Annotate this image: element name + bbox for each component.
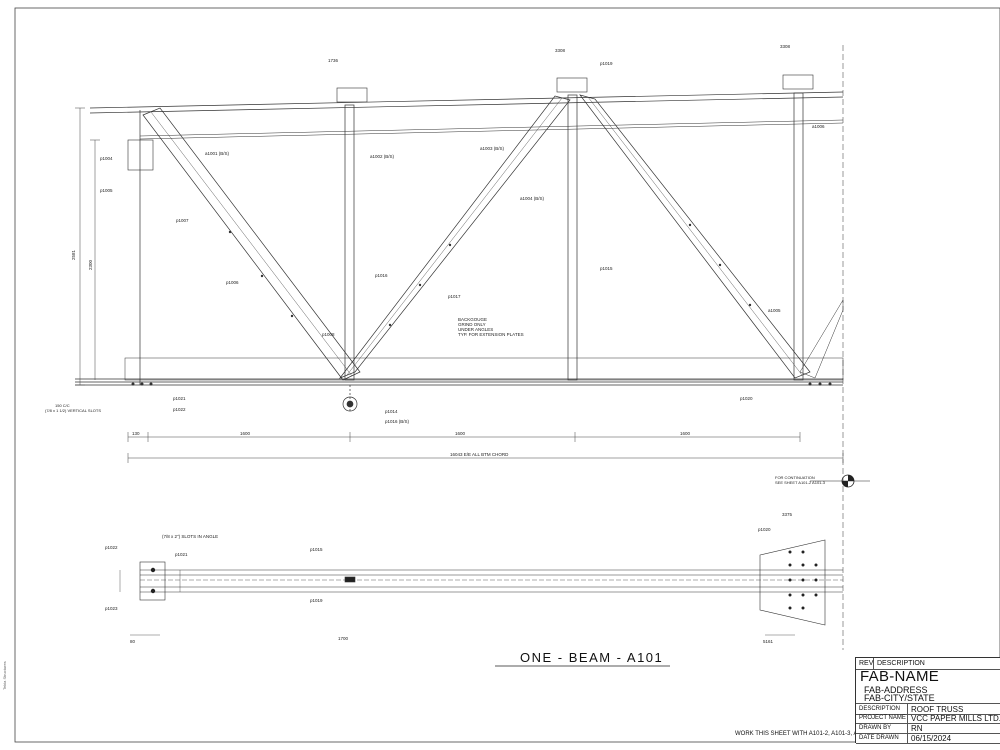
row-value-drawn-by: RN bbox=[911, 724, 923, 733]
plan-mark-p1019: p1019 bbox=[310, 598, 323, 603]
row-value-project: VCC PAPER MILLS LTD. bbox=[911, 714, 1000, 723]
spacing-note: 150 C/C bbox=[55, 403, 70, 408]
note-line-0: BACKGOUGE bbox=[458, 317, 487, 322]
plan-mark-p1015: p1015 bbox=[310, 547, 323, 552]
work-note: WORK THIS SHEET WITH A101-2, A101-3, A10… bbox=[735, 731, 873, 737]
mark-p1021: p1021 bbox=[173, 396, 186, 401]
truss-plan-view bbox=[119, 539, 843, 636]
fab-city-state: FAB-CITY/STATE bbox=[864, 693, 935, 703]
row-label-date: DATE DRAWN bbox=[856, 733, 908, 744]
mark-p1008: p1008 bbox=[322, 332, 335, 337]
title-row-drawn-by: DRAWN BY RN bbox=[856, 723, 1000, 734]
dim-height-1: 2581 bbox=[71, 249, 76, 260]
rev-label: REV bbox=[856, 658, 874, 669]
mark-a1002: a1002 (B/S) bbox=[370, 154, 395, 159]
bolt-note: (7/8 x 1 1/2) VERTICAL SLOTS bbox=[45, 408, 101, 413]
row-label-description: DESCRIPTION bbox=[856, 704, 908, 715]
title-block: REV DESCRIPTION FAB-NAME FAB-ADDRESS FAB… bbox=[855, 657, 1000, 744]
fab-name: FAB-NAME bbox=[860, 668, 940, 685]
drawing-title: ONE - BEAM - A101 bbox=[520, 650, 664, 665]
mark-a1001: a1001 (B/S) bbox=[205, 151, 230, 156]
continuation-marker bbox=[810, 474, 870, 488]
dim-top-2: 3308 bbox=[780, 44, 791, 49]
fab-address: FAB-ADDRESS bbox=[864, 685, 928, 695]
mark-p1022: p1022 bbox=[173, 407, 186, 412]
mark-a1003: a1003 (B/S) bbox=[480, 146, 505, 151]
plan-dim-80: 80 bbox=[130, 639, 136, 644]
mark-p1014: p1014 bbox=[385, 409, 398, 414]
plan-dim-1700: 1700 bbox=[338, 636, 349, 641]
note-line-1: GRIND ONLY bbox=[458, 322, 486, 327]
row-value-description: ROOF TRUSS bbox=[911, 705, 964, 714]
continuation-note-2: SEE SHEET A101-2 A101-3 bbox=[775, 480, 826, 485]
plan-dim-3375: 3375 bbox=[782, 512, 793, 517]
elevation-dimensions bbox=[75, 107, 844, 463]
mark-p1017: p1017 bbox=[448, 294, 461, 299]
description-label: DESCRIPTION bbox=[877, 660, 925, 667]
note-line-2: UNDER ANGLES bbox=[458, 327, 493, 332]
mark-a1005: a1005 bbox=[768, 308, 781, 313]
mark-p1016: p1016 bbox=[375, 273, 388, 278]
dim-height-2: 2300 bbox=[88, 259, 93, 270]
plan-mark-p1021: p1021 bbox=[175, 552, 188, 557]
title-row-project: PROJECT NAME VCC PAPER MILLS LTD. bbox=[856, 713, 1000, 724]
mark-p1016bs: p1016 (B/S) bbox=[385, 419, 410, 424]
mark-a1006: a1006 bbox=[812, 124, 825, 129]
plan-mark-p1023: p1023 bbox=[105, 606, 118, 611]
dim-top-1: 3308 bbox=[555, 48, 566, 53]
continuation-note-1: FOR CONTINUATION bbox=[775, 475, 815, 480]
mark-p1007: p1007 bbox=[176, 218, 189, 223]
plan-mark-p1022: p1022 bbox=[105, 545, 118, 550]
dim-panel-2: 1600 bbox=[455, 431, 466, 436]
row-label-drawn-by: DRAWN BY bbox=[856, 723, 908, 734]
mark-p1020: p1020 bbox=[740, 396, 753, 401]
dim-top-0: 1736 bbox=[328, 58, 339, 63]
mark-a1004: a1004 (B/S) bbox=[520, 196, 545, 201]
dim-panel-1: 1600 bbox=[240, 431, 251, 436]
plan-dim-5161: 5161 bbox=[763, 639, 774, 644]
plan-mark-p1020: p1020 bbox=[758, 527, 771, 532]
mark-p1004: p1004 bbox=[100, 156, 113, 161]
mark-p1005: p1005 bbox=[100, 188, 113, 193]
mark-p1019: p1019 bbox=[600, 61, 613, 66]
row-value-date: 06/15/2024 bbox=[911, 734, 952, 743]
mark-p1006: p1006 bbox=[226, 280, 239, 285]
row-label-project: PROJECT NAME bbox=[856, 713, 908, 724]
dim-panel-0: 130 bbox=[132, 431, 140, 436]
mark-p1015: p1015 bbox=[600, 266, 613, 271]
title-row-description: DESCRIPTION ROOF TRUSS bbox=[856, 703, 1000, 715]
rev-header-row: REV DESCRIPTION bbox=[856, 658, 1000, 670]
truss-elevation bbox=[75, 74, 844, 412]
note-line-3: TYP. FOR EXTENSION PLATES bbox=[458, 332, 524, 337]
plan-slot-note: (7/8 x 2") SLOTS IN ANGLE bbox=[162, 534, 218, 539]
dim-overall: 16043 E/E ALL BTM CHORD bbox=[450, 452, 509, 457]
title-row-date: DATE DRAWN 06/15/2024 bbox=[856, 733, 1000, 744]
dim-panel-3: 1600 bbox=[680, 431, 691, 436]
left-margin-note: Tekla Structures bbox=[2, 661, 7, 690]
sheet-border bbox=[14, 7, 1000, 743]
